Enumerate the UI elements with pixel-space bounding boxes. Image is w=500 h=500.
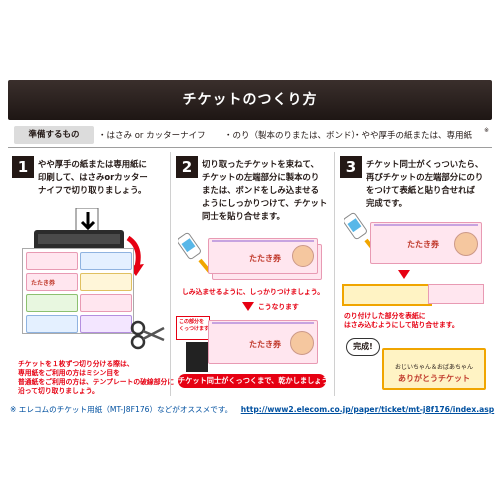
step-2-note-2: こうなります	[258, 303, 299, 311]
prep-note-mark: ※	[484, 127, 490, 134]
stacked-ticket: たたき券	[208, 238, 318, 274]
sheet-ticket	[26, 315, 78, 333]
down-arrow-icon	[242, 302, 254, 311]
sheet-ticket	[26, 294, 78, 312]
down-arrow-icon	[398, 270, 410, 279]
sheet-ticket	[80, 315, 132, 333]
ticket-bundle: たたき券	[370, 222, 482, 264]
sheet-ticket: たたき券	[26, 273, 78, 291]
step-1-note: チケットを１枚ずつ切り分ける際は、 専用紙をご利用の方はミシン目を 普通紙をご利…	[18, 360, 175, 395]
step-1: 1 やや厚手の紙または専用紙に 印刷して、はさみorカッター ナイフで切り取りま…	[8, 152, 174, 396]
column-separator	[334, 152, 335, 396]
done-bubble: 完成!	[346, 338, 380, 356]
step-number: 3	[340, 156, 362, 178]
step-text: やや厚手の紙または専用紙に 印刷して、はさみorカッター ナイフで切り取りましょ…	[38, 159, 148, 195]
binder-clip-icon	[186, 342, 208, 372]
footer-link[interactable]: http://www2.elecom.co.jp/paper/ticket/mt…	[240, 405, 495, 414]
prep-label: 準備するもの	[14, 126, 94, 144]
step-number: 2	[176, 156, 198, 178]
step-3: 3 チケット同士がくっついたら、 再びチケットの左端部分にのり をつけて表紙と貼…	[336, 152, 492, 396]
step-text: チケット同士がくっついたら、 再びチケットの左端部分にのり をつけて表紙と貼り合…	[366, 159, 484, 208]
sheet-ticket	[80, 273, 132, 291]
footer-note: ※ エレコムのチケット用紙（MT-J8F176）などがオススメです。 http:…	[10, 405, 495, 414]
sheet-ticket	[80, 294, 132, 312]
finished-cover: おじいちゃん＆おばあちゃん ありがとうチケット	[382, 348, 486, 390]
sheet-ticket	[80, 252, 132, 270]
prep-row: 準備するもの ・はさみ or カッターナイフ ・のり（製本のりまたは、ボンド） …	[8, 125, 492, 145]
step-2-note-1: しみ込ませるように、しっかりつけましょう。	[182, 288, 324, 296]
scissors-icon	[130, 320, 165, 350]
page-title: チケットのつくり方	[182, 92, 318, 108]
prep-item-glue: ・のり（製本のりまたは、ボンド）	[224, 131, 361, 141]
column-separator	[170, 152, 171, 396]
page-header: チケットのつくり方	[8, 80, 492, 120]
cover-ticket	[428, 284, 484, 304]
sheet-ticket	[26, 252, 78, 270]
step-text: 切り取ったチケットを束ねて、 チケットの左端部分に製本のり または、ボンドをしみ…	[202, 159, 328, 221]
bound-ticket: たたき券	[208, 320, 318, 364]
step-3-note: のり付けした部分を表紙に はさみ込むようにして貼り合せます。	[344, 312, 459, 329]
prep-item-scissors: ・はさみ or カッターナイフ	[98, 131, 206, 141]
callout-box: この部分を くっつけます	[176, 316, 210, 340]
ticket-sheet: たたき券	[22, 248, 134, 334]
cover-open	[342, 284, 432, 306]
divider	[8, 147, 492, 148]
step-number: 1	[12, 156, 34, 178]
prep-item-paper: ・やや厚手の紙または、専用紙	[353, 131, 473, 141]
step-2: 2 切り取ったチケットを束ねて、 チケットの左端部分に製本のり または、ボンドを…	[172, 152, 332, 396]
step-2-dry-bar: チケット同士がくっつくまで、乾かしましょう	[178, 374, 329, 388]
